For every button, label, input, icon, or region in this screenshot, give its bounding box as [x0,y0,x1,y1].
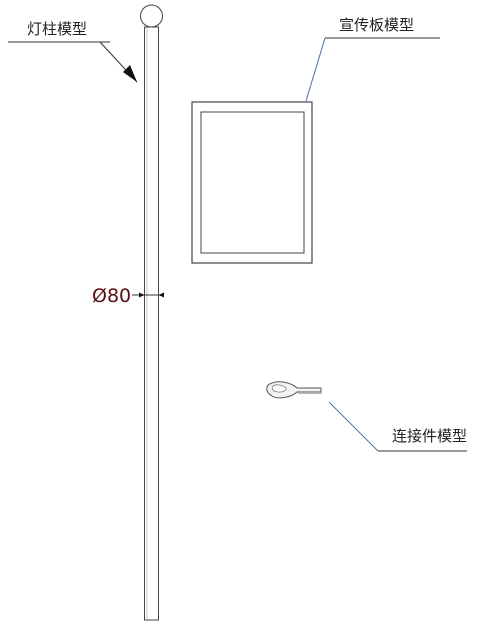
diameter-dimension: Ø80 [92,285,164,307]
connector-part [266,381,322,399]
connector-label: 连接件模型 [392,427,467,445]
connector-leader-line [328,401,379,452]
pole-top-ball [140,4,163,28]
connector-callout: 连接件模型 [328,401,467,452]
dimension-arrow-left [139,292,145,298]
board-callout: 宣传板模型 [305,16,440,102]
light-pole [140,4,163,621]
diameter-label: Ø80 [92,285,131,307]
pole-leader-arrowhead [123,65,137,82]
pole-callout: 灯柱模型 [8,20,138,83]
board-label: 宣传板模型 [339,16,414,34]
connector-eye-inner [271,384,287,393]
pole-label: 灯柱模型 [27,20,87,38]
board-leader-line [305,37,326,102]
dimension-arrow-right [158,292,164,298]
promo-board [191,101,313,264]
pole-shaft [144,26,159,621]
board-inner-frame [200,111,305,254]
